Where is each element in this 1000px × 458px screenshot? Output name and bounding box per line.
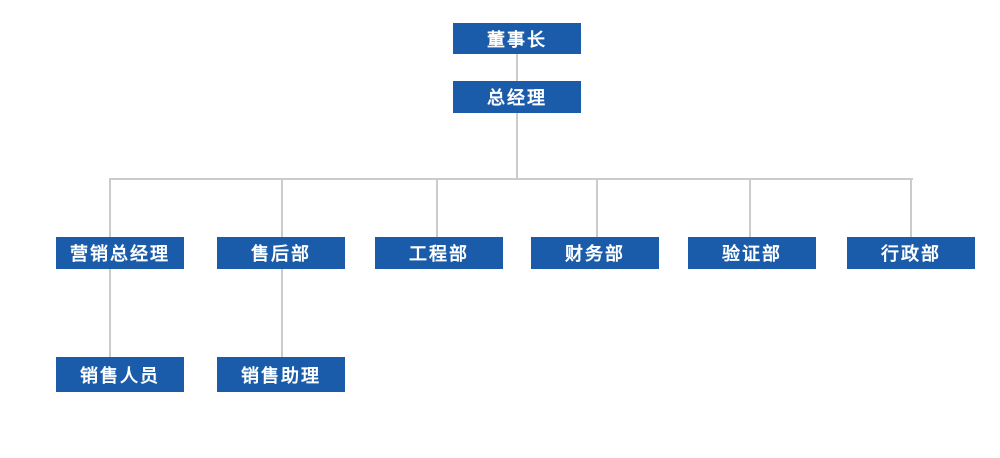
connector-drop-administration-dept	[910, 178, 912, 237]
connector-drop-verification-dept	[749, 178, 751, 237]
org-node-engineering-dept: 工程部	[375, 237, 503, 269]
connector-gm-to-bus	[516, 113, 518, 179]
org-node-finance-dept: 财务部	[531, 237, 659, 269]
connector-drop-engineering-dept	[436, 178, 438, 237]
connector-chairman-to-gm	[516, 54, 518, 81]
connector-after-sales-to-sales-assistant	[281, 269, 283, 357]
connector-drop-finance-dept	[596, 178, 598, 237]
org-node-chairman: 董事长	[453, 23, 581, 54]
org-node-administration-dept: 行政部	[847, 237, 975, 269]
connector-drop-marketing-gm	[109, 178, 111, 237]
connector-marketing-gm-to-sales-staff	[109, 269, 111, 357]
org-node-sales-assistant: 销售助理	[217, 357, 345, 392]
org-node-general-manager: 总经理	[453, 81, 581, 113]
org-node-after-sales-dept: 售后部	[217, 237, 345, 269]
connector-bus-line	[109, 178, 913, 180]
org-node-marketing-gm: 营销总经理	[56, 237, 184, 269]
connector-drop-after-sales-dept	[281, 178, 283, 237]
org-node-sales-staff: 销售人员	[56, 357, 184, 392]
org-node-verification-dept: 验证部	[688, 237, 816, 269]
